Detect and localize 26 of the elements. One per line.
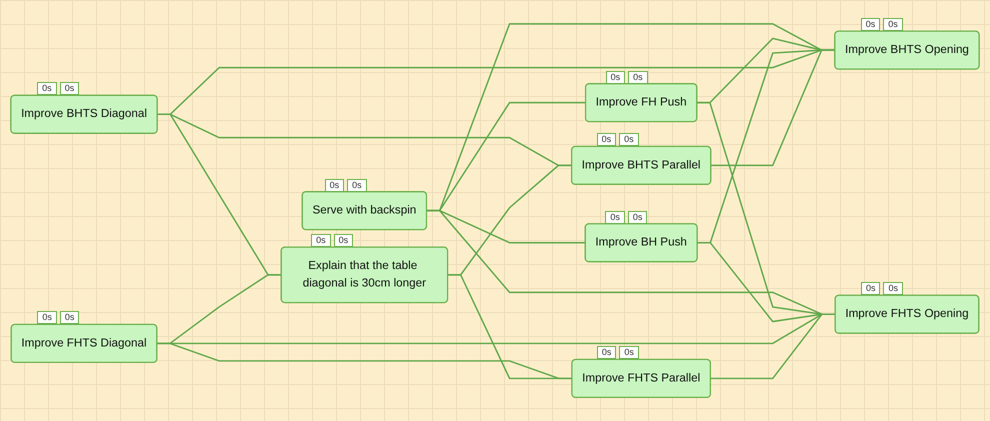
connector: [448, 274, 572, 380]
time-chip: 0s: [860, 18, 880, 31]
time-chip: 0s: [596, 346, 616, 360]
time-chip: 0s: [60, 311, 80, 324]
time-chip: 0s: [334, 234, 354, 247]
time-chip: 0s: [311, 234, 331, 247]
time-chip: 0s: [883, 282, 903, 296]
time-chip: 0s: [37, 82, 57, 96]
time-chip: 0s: [37, 311, 57, 324]
time-chip: 0s: [605, 210, 625, 224]
time-chip: 0s: [60, 82, 80, 96]
time-chip: 0s: [628, 70, 648, 84]
time-chip: 0s: [619, 133, 639, 146]
time-chip: 0s: [324, 178, 344, 192]
time-chip: 0s: [883, 18, 903, 31]
time-chip: 0s: [606, 70, 626, 84]
time-chip: 0s: [628, 210, 648, 224]
connector: [697, 49, 835, 244]
connector: [710, 313, 836, 380]
time-chip: 0s: [619, 346, 639, 360]
connector: [426, 22, 835, 212]
time-chip: 0s: [596, 133, 616, 146]
connector: [156, 274, 282, 344]
time-chip: 0s: [347, 178, 367, 192]
connector: [710, 49, 835, 166]
time-chip: 0s: [860, 282, 880, 296]
